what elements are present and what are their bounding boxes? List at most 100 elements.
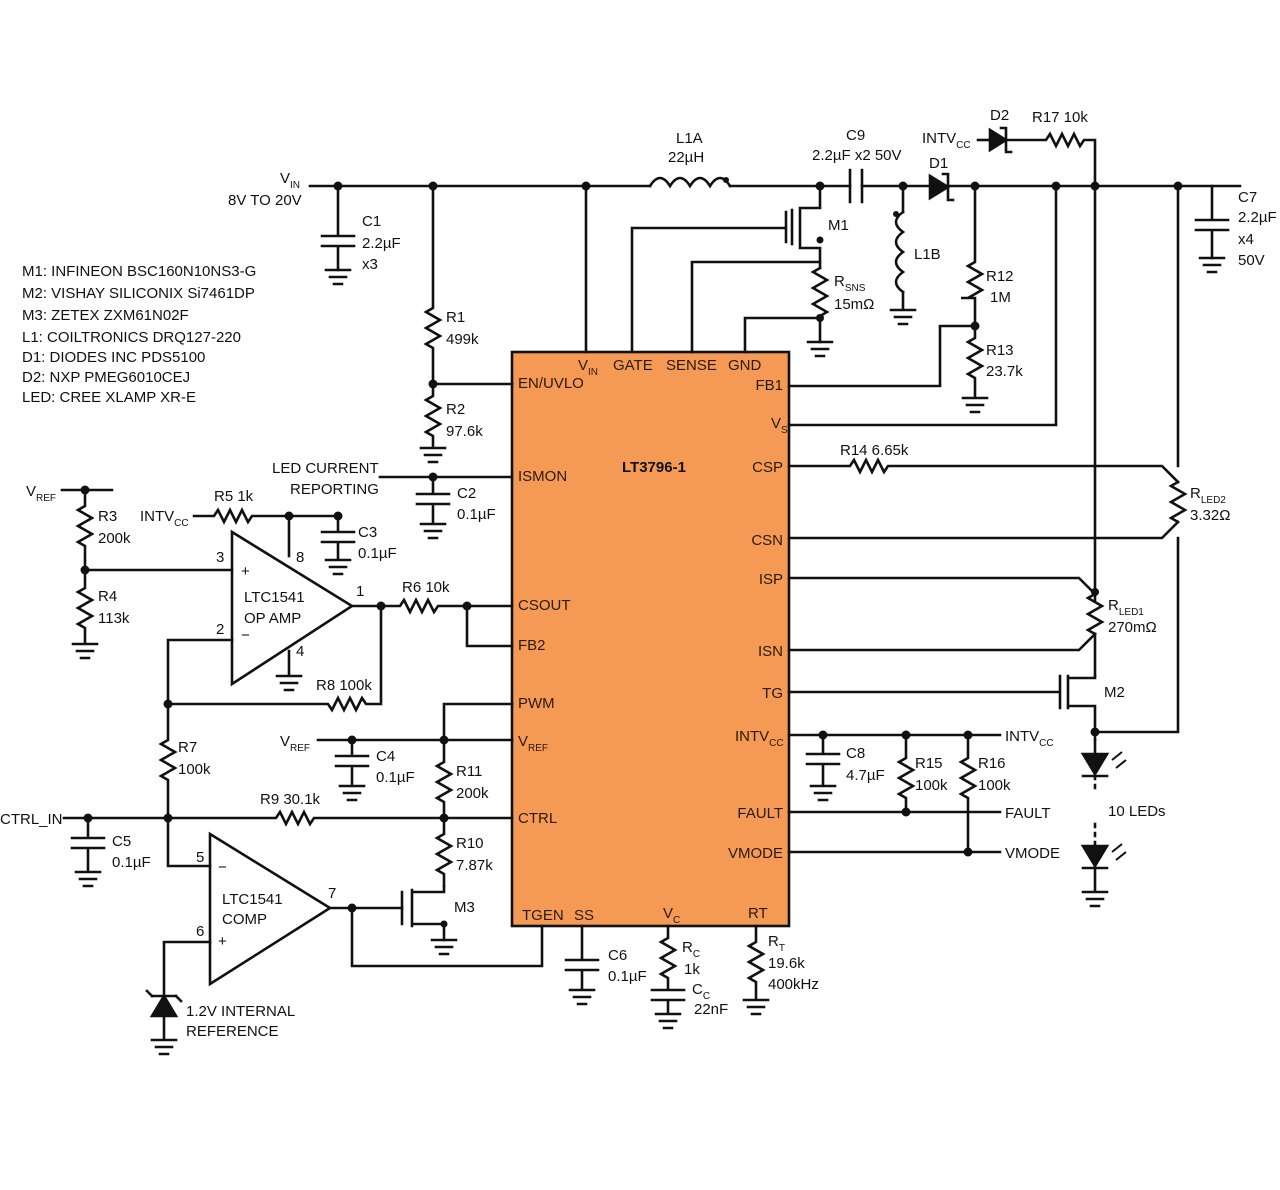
pin-sense: SENSE: [666, 357, 717, 374]
m1-mosfet: M1: [630, 184, 849, 354]
r1-r2-divider: R1 499k R2 97.6k: [419, 184, 514, 464]
bom-line: LED: CREE XLAMP XR-E: [22, 389, 196, 406]
svg-text:0.1µF: 0.1µF: [457, 506, 496, 523]
svg-text:COMP: COMP: [222, 911, 267, 928]
bom-line: D2: NXP PMEG6010CEJ: [22, 369, 190, 386]
pin-csn: CSN: [751, 532, 783, 549]
svg-text:499k: 499k: [446, 331, 479, 348]
svg-text:R9 30.1k: R9 30.1k: [260, 791, 321, 808]
svg-text:0.1µF: 0.1µF: [376, 769, 415, 786]
svg-text:4: 4: [296, 643, 304, 660]
svg-text:C5: C5: [112, 833, 131, 850]
svg-text:15mΩ: 15mΩ: [834, 296, 874, 313]
svg-text:100k: 100k: [178, 761, 211, 778]
svg-text:113k: 113k: [98, 610, 130, 627]
svg-text:2: 2: [216, 621, 224, 638]
rt-resistor: RT 19.6k 400kHz: [742, 924, 819, 1016]
svg-text:C2: C2: [457, 485, 476, 502]
lt3796-chip: LT3796-1 VIN GATE SENSE GND EN/UVLO ISMO…: [510, 350, 791, 928]
svg-text:0.1µF: 0.1µF: [358, 545, 397, 562]
svg-text:R14 6.65k: R14 6.65k: [840, 442, 909, 459]
svg-text:8: 8: [296, 549, 304, 566]
rt-label: RT: [768, 933, 785, 954]
bom-line: M1: INFINEON BSC160N10NS3-G: [22, 263, 256, 280]
pin-pwm: PWM: [518, 695, 555, 712]
rled2-label: RLED2: [1190, 485, 1226, 506]
pin-vc: VC: [663, 905, 680, 926]
svg-text:−: −: [241, 627, 250, 644]
svg-text:M2: M2: [1104, 684, 1125, 701]
svg-text:R17 10k: R17 10k: [1032, 109, 1088, 126]
svg-text:R4: R4: [98, 588, 117, 605]
pin-intvcc: INTVCC: [735, 728, 784, 749]
pin-gnd: GND: [728, 357, 762, 374]
c6-capacitor: C6 0.1µF: [564, 924, 647, 1006]
c1-capacitor: C1 2.2µF x3: [320, 184, 401, 286]
pin-tg: TG: [762, 685, 783, 702]
svg-text:R8 100k: R8 100k: [316, 677, 372, 694]
svg-text:FAULT: FAULT: [1005, 805, 1051, 822]
pin-vin: VIN: [578, 357, 598, 378]
chip-body: [510, 350, 791, 928]
pin-isn: ISN: [758, 643, 783, 660]
svg-text:R15: R15: [915, 755, 943, 772]
svg-text:R12: R12: [986, 268, 1014, 285]
m3-mosfet: M3: [400, 884, 475, 956]
led-string: 10 LEDs: [1080, 738, 1166, 908]
svg-text:D2: D2: [990, 107, 1009, 124]
svg-text:7.87k: 7.87k: [456, 857, 493, 874]
svg-text:LTC1541: LTC1541: [222, 891, 283, 908]
svg-text:22nF: 22nF: [694, 1001, 728, 1018]
rled1-label: RLED1: [1108, 597, 1144, 618]
vs-wire: [787, 184, 1058, 427]
intvcc-right: INTVCC C8 4.7µF R15 100k R16 100k FAULT …: [787, 728, 1060, 862]
svg-text:R7: R7: [178, 739, 197, 756]
intvcc-top-label: INTVCC: [922, 130, 971, 151]
svg-text:100k: 100k: [978, 777, 1011, 794]
svg-text:2.2µF: 2.2µF: [362, 235, 401, 252]
svg-text:200k: 200k: [456, 785, 489, 802]
svg-text:D1: D1: [929, 155, 948, 172]
bom-line: D1: DIODES INC PDS5100: [22, 349, 205, 366]
d1-diode: D1: [928, 155, 955, 202]
rsns-label: RSNS: [834, 273, 866, 294]
chip-name: LT3796-1: [622, 459, 686, 476]
vin-label: VIN: [280, 170, 300, 191]
svg-text:3.32Ω: 3.32Ω: [1190, 507, 1230, 524]
svg-text:C6: C6: [608, 947, 627, 964]
svg-text:97.6k: 97.6k: [446, 423, 483, 440]
svg-text:200k: 200k: [98, 530, 131, 547]
d2-r17-branch: INTVCC D2 R17 10k: [922, 107, 1097, 602]
svg-text:0.1µF: 0.1µF: [608, 968, 647, 985]
vin-range: 8V TO 20V: [228, 192, 302, 209]
svg-text:L1B: L1B: [914, 246, 941, 263]
pin-isp: ISP: [759, 571, 783, 588]
svg-text:M1: M1: [828, 217, 849, 234]
pin-ss: SS: [574, 907, 594, 924]
opamp-ltc1541: + − LTC1541 OP AMP 3 2 8 4 1 R6 10k R8 1…: [163, 529, 514, 713]
comp-ltc1541: − + LTC1541 COMP 5 6 7 1.2V INTERNAL REF…: [145, 831, 544, 1056]
r7-resistor: R7 100k: [158, 702, 211, 822]
svg-text:R5 1k: R5 1k: [214, 488, 254, 505]
svg-text:OP AMP: OP AMP: [244, 610, 301, 627]
pin-ctrl: CTRL: [518, 810, 557, 827]
rc-label: RC: [682, 939, 700, 960]
svg-text:CTRL_IN: CTRL_IN: [0, 811, 63, 828]
pin-fault: FAULT: [737, 805, 783, 822]
pin-csp: CSP: [752, 459, 783, 476]
svg-text:5: 5: [196, 849, 204, 866]
svg-text:1: 1: [356, 583, 364, 600]
svg-text:C1: C1: [362, 213, 381, 230]
r12-r13-divider: R12 1M R13 23.7k: [787, 184, 1023, 414]
svg-text:4.7µF: 4.7µF: [846, 767, 885, 784]
vref-left-label: VREF: [26, 483, 56, 504]
r3-r4-divider: VREF R3 200k R4 113k: [26, 483, 234, 660]
svg-text:R16: R16: [978, 755, 1006, 772]
svg-text:R11: R11: [456, 763, 482, 780]
vref-c4-label: VREF: [280, 733, 310, 754]
pin-vref: VREF: [518, 733, 548, 754]
svg-text:L1A: L1A: [676, 130, 703, 147]
pin-rt: RT: [748, 905, 768, 922]
svg-text:R2: R2: [446, 401, 465, 418]
